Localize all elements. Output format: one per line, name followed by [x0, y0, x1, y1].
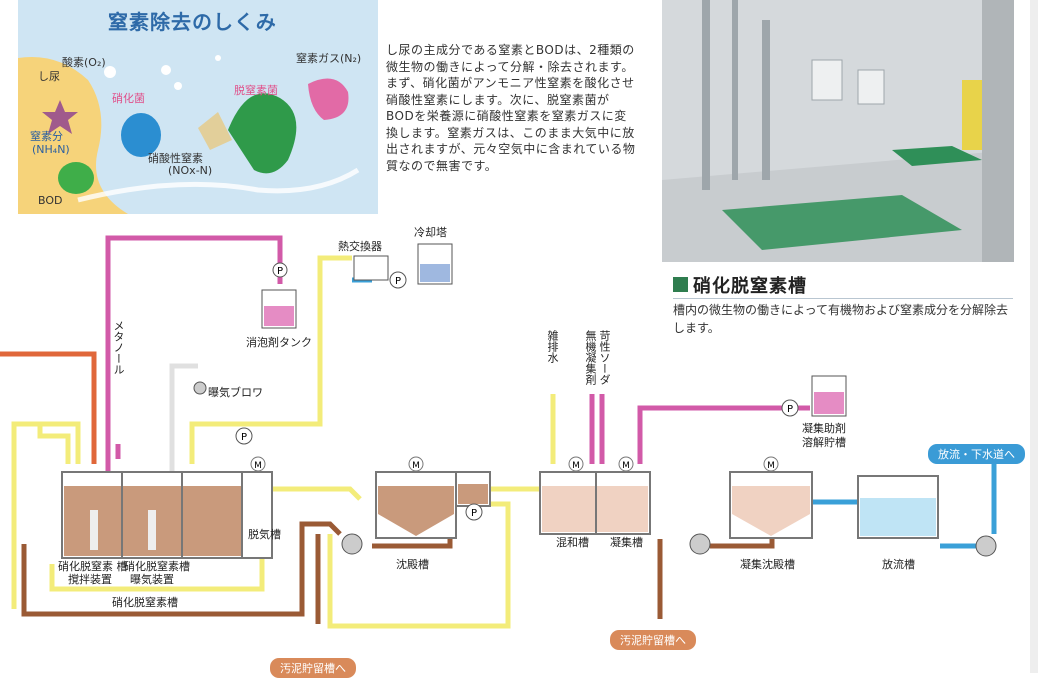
- sludge-storage-badge-2: 汚泥貯留槽へ: [270, 658, 356, 678]
- nitrate-label: 硝酸性窒素: [148, 152, 203, 165]
- motor-letter: M: [254, 461, 262, 471]
- pump-letter: P: [787, 404, 793, 415]
- coag-settling-tank-label: 凝集沈殿槽: [740, 558, 795, 571]
- coagulation-tank-label: 凝集槽: [610, 536, 643, 549]
- nh4-label: (NH₄N): [32, 143, 70, 156]
- pump-icon: [235, 427, 253, 445]
- motor-letter: M: [412, 461, 420, 471]
- motor-letter: M: [767, 461, 775, 471]
- pump-icon: [465, 503, 483, 521]
- coag-aid-label-2: 溶解貯槽: [802, 436, 846, 449]
- aerator-label-2: 曝気装置: [130, 573, 174, 586]
- denitrifier-label: 脱窒素菌: [234, 84, 278, 97]
- illustration-title: 窒素除去のしくみ: [108, 10, 277, 34]
- pump-icon: [689, 533, 711, 555]
- mixing-tank-label: 混和槽: [556, 536, 589, 549]
- mixing-coag-tanks: [539, 456, 651, 535]
- pump-icon: [389, 271, 407, 289]
- inorganic-coagulant-label: 無機凝集剤: [584, 330, 597, 385]
- antifoam-tank-label: 消泡剤タンク: [246, 336, 312, 349]
- heat-exchanger-label: 熱交換器: [338, 240, 382, 253]
- pump-letter: P: [395, 276, 401, 287]
- methanol-label: メタノール: [112, 320, 125, 375]
- discharge-tank-label: 放流槽: [882, 558, 915, 571]
- misc-wastewater-label: 雑排水: [546, 330, 559, 363]
- denitrification-tanks: [61, 456, 273, 559]
- nitrogen-gas-label: 窒素ガス(N₂): [296, 52, 362, 65]
- page-edge: [1030, 0, 1038, 673]
- pump-letter: P: [471, 508, 477, 519]
- process-flow-diagram: P P P P P M M M M M: [0, 235, 997, 629]
- motor-letter: M: [572, 461, 580, 471]
- nitrogen-part-label: 窒素分: [30, 130, 63, 143]
- discharge-tank-shape: [857, 475, 939, 539]
- bod-label: BOD: [38, 194, 63, 207]
- settling-tank-shape: [375, 456, 491, 539]
- aerator-label-1: 硝化脱窒素槽: [124, 560, 190, 573]
- coag-aid-label-1: 凝集助剤: [802, 422, 846, 435]
- oxygen-label: 酸素(O₂): [62, 56, 106, 69]
- nox-label: (NOx-N): [168, 164, 213, 177]
- pump-letter: P: [277, 266, 283, 277]
- blower-icon: [193, 381, 207, 395]
- pump-icon: [341, 533, 363, 555]
- coag-settling-tank-shape: [729, 456, 813, 539]
- caustic-soda-label: 苛性ソーダ: [598, 330, 611, 385]
- agitator-label-2: 撹拌装置: [68, 573, 112, 586]
- sludge-storage-badge-1: 汚泥貯留槽へ: [610, 630, 696, 650]
- pump-letter: P: [241, 432, 247, 443]
- motor-letter: M: [622, 461, 630, 471]
- nitrogen-removal-illustration: 窒素除去のしくみ 酸素(O₂) 窒素ガス(N₂) し尿 硝化菌 脱窒素菌 窒素分…: [18, 0, 378, 214]
- illustration-art: [18, 55, 360, 214]
- section-header: 硝化脱窒素槽: [673, 272, 1013, 299]
- degassing-tank-label: 脱気槽: [248, 528, 281, 541]
- settling-tank-label: 沈殿槽: [396, 558, 429, 571]
- heat-exchanger-box: [353, 255, 389, 281]
- inflow-pipe: [0, 351, 97, 464]
- section-subtitle: 槽内の微生物の働きによって有機物および窒素成分を分解除去します。: [673, 303, 1009, 335]
- pump-icon: [781, 399, 799, 417]
- pump-icon: [975, 535, 997, 557]
- denitrification-tank-label: 硝化脱窒素槽: [112, 596, 178, 609]
- discharge-sewer-badge: 放流・下水道へ: [928, 444, 1025, 464]
- aeration-blower-label: 曝気ブロワ: [208, 386, 263, 399]
- facility-photo: [662, 0, 1014, 262]
- pump-icon: [272, 262, 288, 278]
- cooling-tower-label: 冷却塔: [414, 226, 447, 239]
- section-title: 硝化脱窒素槽: [693, 276, 807, 297]
- section-square-icon: [673, 277, 688, 292]
- agitator-label-1: 硝化脱窒素 槽: [58, 560, 128, 573]
- methanol-pipe: [105, 235, 283, 484]
- urine-label: し尿: [38, 70, 60, 83]
- description-text: し尿の主成分である窒素とBODは、2種類の微生物の働きによって分解・除去されます…: [386, 43, 636, 173]
- nitrifier-label: 硝化菌: [112, 92, 145, 105]
